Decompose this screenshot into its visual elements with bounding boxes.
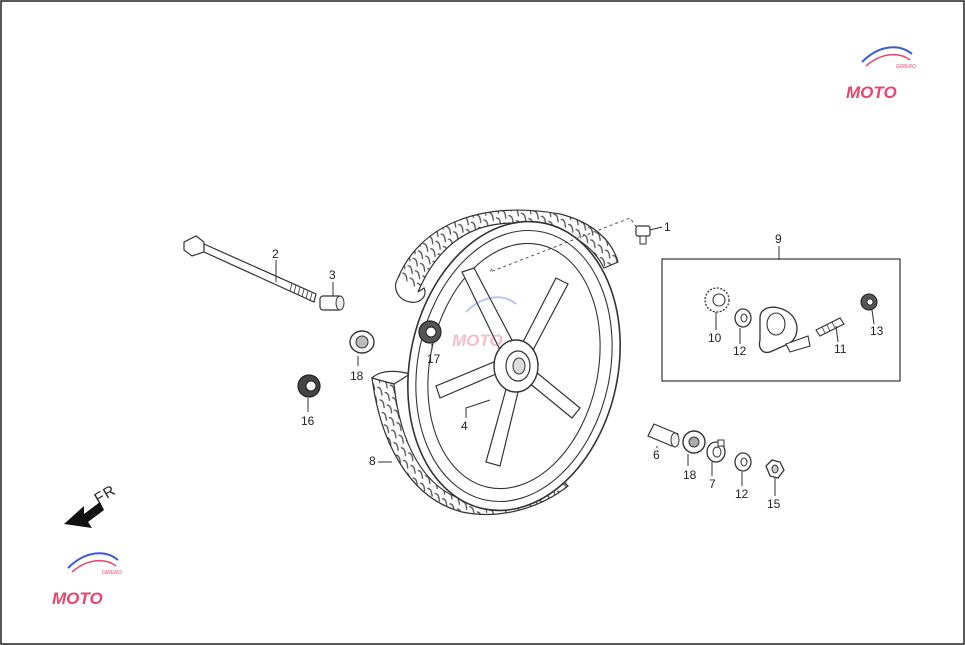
part-label: 18 bbox=[350, 369, 364, 383]
watermark-sub-top: GIRERO bbox=[896, 64, 916, 70]
part-label: 2 bbox=[272, 247, 279, 261]
bearing-right bbox=[682, 430, 706, 454]
part-label: 10 bbox=[708, 331, 722, 345]
bearing-left bbox=[349, 330, 375, 354]
axle-bolt bbox=[183, 235, 317, 303]
dust-seal bbox=[418, 320, 442, 344]
part-labels: 1 2 3 4 6 7 8 9 10 11 12 12 13 15 16 17 … bbox=[272, 220, 884, 511]
washer-lower bbox=[734, 452, 752, 472]
watermark-text-center: MOTO bbox=[452, 331, 503, 350]
watermark-logo-center: MOTO bbox=[452, 296, 517, 350]
part-label: 4 bbox=[461, 419, 468, 433]
axle-nut bbox=[765, 459, 785, 479]
watermark-text-bottom: MOTO bbox=[52, 589, 103, 608]
valve-stem bbox=[488, 217, 651, 273]
part-label: 12 bbox=[735, 487, 749, 501]
speedometer-gear-kit bbox=[661, 258, 901, 382]
part-label: 6 bbox=[653, 448, 660, 462]
part-label: 1 bbox=[664, 220, 671, 234]
part-label: 16 bbox=[301, 414, 315, 428]
part-label: 17 bbox=[427, 352, 441, 366]
spacer bbox=[647, 423, 680, 448]
collar bbox=[319, 295, 345, 311]
front-direction-arrow-icon bbox=[64, 502, 104, 528]
watermark-text-top: MOTO bbox=[846, 83, 897, 102]
oil-seal bbox=[297, 374, 321, 398]
part-label: 9 bbox=[775, 232, 782, 246]
direction-label: FR bbox=[92, 482, 120, 508]
watermark-sub-bottom: GIRERO bbox=[102, 570, 122, 576]
leader-lines bbox=[275, 226, 875, 496]
part-label: 11 bbox=[834, 342, 847, 356]
retainer bbox=[706, 439, 726, 463]
part-label: 8 bbox=[369, 454, 376, 468]
part-label: 3 bbox=[329, 268, 336, 282]
wheel-rim bbox=[407, 220, 621, 512]
watermark-logo-bottom: MOTO GIRERO bbox=[52, 552, 122, 608]
part-label: 12 bbox=[733, 344, 747, 358]
part-label: 18 bbox=[683, 468, 697, 482]
part-label: 15 bbox=[767, 497, 781, 511]
part-label: 13 bbox=[870, 324, 884, 338]
part-label: 7 bbox=[709, 477, 716, 491]
watermark-logo-top: MOTO GIRERO bbox=[846, 46, 916, 102]
